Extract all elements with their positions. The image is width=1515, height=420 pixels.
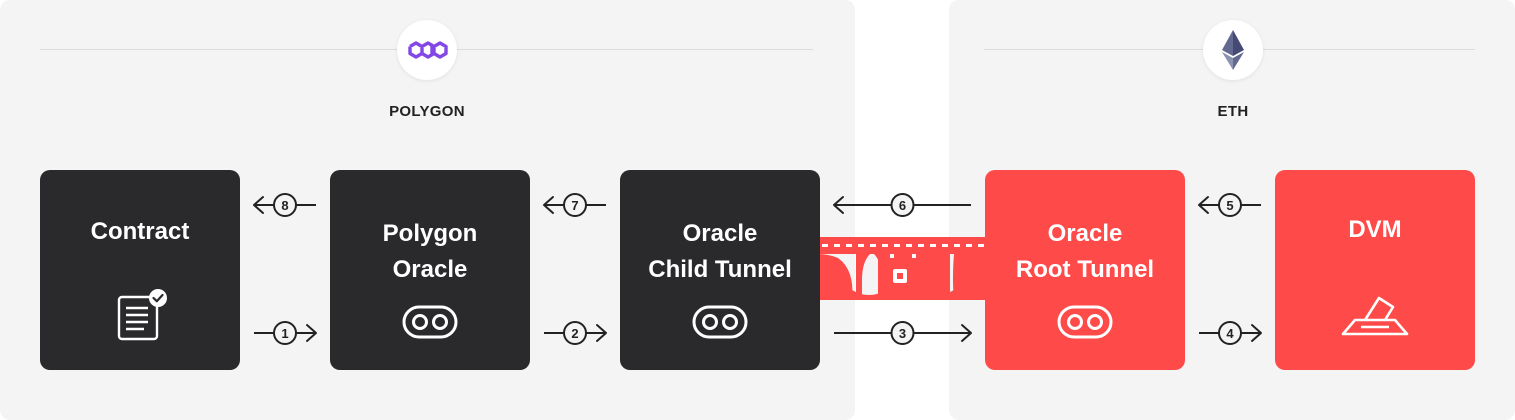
tunnel-icon: [402, 305, 458, 339]
node-title: Contract: [40, 214, 240, 250]
step-number: 5: [1226, 198, 1233, 213]
step-number: 6: [899, 198, 906, 213]
step-arrow-4: 4: [1199, 321, 1262, 345]
step-number-circle: [273, 193, 297, 217]
step-number: 3: [899, 326, 906, 341]
step-number-circle: [1218, 193, 1242, 217]
step-number: 8: [281, 198, 288, 213]
arrow-head: [596, 324, 607, 342]
node-title-line: Oracle: [392, 256, 468, 283]
node-title-line: DVM: [1348, 216, 1402, 243]
arrow-head: [961, 324, 972, 342]
ethereum-logo-icon: [1222, 30, 1244, 70]
node-dvm: DVM: [1275, 170, 1475, 370]
eth-logo-circle: [1203, 20, 1263, 80]
ballot-box-icon: [1341, 296, 1409, 336]
step-arrow-2: 2: [544, 321, 607, 345]
node-title-line: Oracle: [682, 220, 758, 247]
polygon-logo-icon: [408, 41, 448, 59]
node-polygon-oracle: Polygon Oracle: [330, 170, 530, 370]
node-title-line: Child Tunnel: [648, 256, 792, 283]
step-arrow-1: 1: [254, 321, 317, 345]
eth-label: ETH: [1217, 103, 1249, 120]
node-title: Polygon Oracle: [330, 216, 530, 288]
step-number-circle: [890, 321, 915, 345]
step-number: 7: [571, 198, 578, 213]
node-oracle-child-tunnel: Oracle Child Tunnel: [620, 170, 820, 370]
step-arrow-3: 3: [834, 321, 972, 345]
node-title-line: Oracle: [1047, 220, 1123, 247]
step-arrow-7: 7: [543, 193, 606, 217]
arrow-head: [1251, 324, 1262, 342]
node-title: DVM: [1275, 212, 1475, 248]
step-number: 2: [571, 326, 578, 341]
tunnel-icon: [692, 305, 748, 339]
arrow-head: [833, 196, 844, 214]
node-oracle-root-tunnel: Oracle Root Tunnel: [985, 170, 1185, 370]
arrow-head: [1198, 196, 1209, 214]
step-number-circle: [563, 321, 587, 345]
node-title: Oracle Child Tunnel: [620, 216, 820, 288]
arrow-head: [306, 324, 317, 342]
arrow-head: [543, 196, 554, 214]
step-number-circle: [563, 193, 587, 217]
step-arrow-5: 5: [1198, 193, 1261, 217]
polygon-label: POLYGON: [389, 103, 465, 120]
tunnel-icon: [1057, 305, 1113, 339]
node-title-line: Contract: [90, 218, 190, 245]
step-number-circle: [1218, 321, 1242, 345]
node-title: Oracle Root Tunnel: [985, 216, 1185, 288]
step-arrow-8: 8: [253, 193, 316, 217]
step-arrow-6: 6: [833, 193, 971, 217]
step-number-circle: [890, 193, 915, 217]
polygon-logo-circle: [397, 20, 457, 80]
step-number: 1: [281, 326, 288, 341]
document-check-icon: [117, 289, 167, 341]
node-title-line: Polygon: [382, 220, 478, 247]
node-title-line: Root Tunnel: [1015, 256, 1155, 283]
step-number-circle: [273, 321, 297, 345]
bridge: [818, 237, 988, 300]
step-number: 4: [1226, 326, 1234, 341]
arrow-head: [253, 196, 264, 214]
node-contract: Contract: [40, 170, 240, 370]
